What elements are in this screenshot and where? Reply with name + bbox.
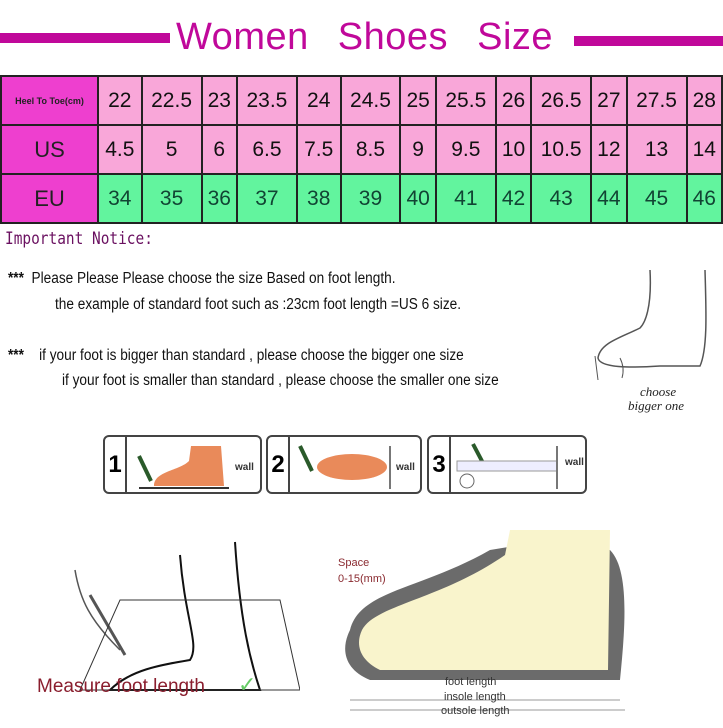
notice-line-2: the example of standard foot such as :23… [55, 296, 462, 313]
size-cell: 27 [590, 75, 628, 126]
wall-label: wall [235, 462, 254, 473]
size-cell: 36 [200, 173, 238, 224]
size-cell: 6 [200, 124, 238, 175]
check-icon: ✓ [238, 672, 257, 697]
step-3-diagram: 3 wall [427, 435, 587, 494]
foot-side-icon [137, 446, 229, 489]
size-cell: 43 [530, 173, 593, 224]
foot-top-icon [298, 445, 391, 489]
size-cell: 8.5 [339, 124, 402, 175]
size-cell: 34 [97, 173, 143, 224]
foot-sketch-icon [594, 269, 707, 381]
size-cell: 6.5 [235, 124, 298, 175]
size-cell: 27.5 [625, 75, 688, 126]
page-title: Women Shoes Size [176, 16, 554, 58]
notice-line-1: *** Please Please Please choose the size… [8, 270, 396, 288]
size-cell: 22 [97, 75, 143, 126]
size-cell: 45 [625, 173, 688, 224]
notice-text: Please Please Please choose the size Bas… [31, 270, 396, 287]
size-cell: 7.5 [295, 124, 342, 175]
ruler-icon [456, 443, 558, 489]
size-cell: 24 [295, 75, 342, 126]
row-label: US [0, 124, 99, 175]
size-cell: 25 [399, 75, 437, 126]
row-label: Heel To Toe(cm) [0, 75, 99, 126]
size-cell: 41 [434, 173, 497, 224]
row-label: EU [0, 173, 99, 224]
stars: *** [8, 270, 24, 287]
size-cell: 9 [399, 124, 437, 175]
insole-length-label: insole length [444, 691, 506, 703]
size-cell: 4.5 [97, 124, 143, 175]
step-number: 2 [268, 437, 290, 492]
notice-text: if your foot is bigger than standard , p… [39, 347, 464, 364]
size-cell: 5 [140, 124, 203, 175]
size-cell: 26.5 [530, 75, 593, 126]
size-cell: 23 [200, 75, 238, 126]
size-cell: 28 [685, 75, 723, 126]
measure-foot-drawing [74, 541, 300, 691]
step-1-diagram: 1 wall [103, 435, 262, 494]
size-cell: 44 [590, 173, 628, 224]
size-cell: 22.5 [140, 75, 203, 126]
size-cell: 24.5 [339, 75, 402, 126]
size-cell: 25.5 [434, 75, 497, 126]
size-cell: 39 [339, 173, 402, 224]
notice-line-3: *** if your foot is bigger than standard… [8, 347, 464, 365]
size-cell: 23.5 [235, 75, 298, 126]
notice-title: Important Notice: [5, 229, 153, 249]
foot-length-label: foot length [445, 676, 497, 688]
step-number: 3 [429, 437, 451, 492]
step-number: 1 [105, 437, 127, 492]
size-cell: 26 [494, 75, 533, 126]
size-cell: 10.5 [530, 124, 593, 175]
size-cell: 38 [295, 173, 342, 224]
size-cell: 40 [399, 173, 437, 224]
title-bar-left [0, 33, 170, 43]
size-cell: 46 [685, 173, 723, 224]
size-cell: 13 [625, 124, 688, 175]
notice-line-4: if your foot is smaller than standard , … [62, 372, 499, 389]
size-cell: 12 [590, 124, 628, 175]
wall-label: wall [396, 462, 415, 473]
stars: *** [8, 347, 24, 364]
size-cell: 37 [235, 173, 298, 224]
title-bar-right [574, 36, 723, 46]
size-cell: 9.5 [434, 124, 497, 175]
size-cell: 10 [494, 124, 533, 175]
outsole-length-label: outsole length [441, 705, 510, 717]
size-cell: 14 [685, 124, 723, 175]
size-cell: 42 [494, 173, 533, 224]
space-range: 0-15(mm) [338, 573, 386, 585]
annotation-choose: choose [640, 384, 677, 399]
annotation-bigger-one: bigger one [628, 398, 684, 413]
size-cell: 35 [140, 173, 203, 224]
wall-label: wall [565, 457, 584, 468]
space-label: Space [338, 557, 370, 569]
measure-label: Measure foot length [37, 676, 205, 697]
shoe-diagram [345, 530, 625, 711]
step-2-diagram: 2 wall [266, 435, 422, 494]
